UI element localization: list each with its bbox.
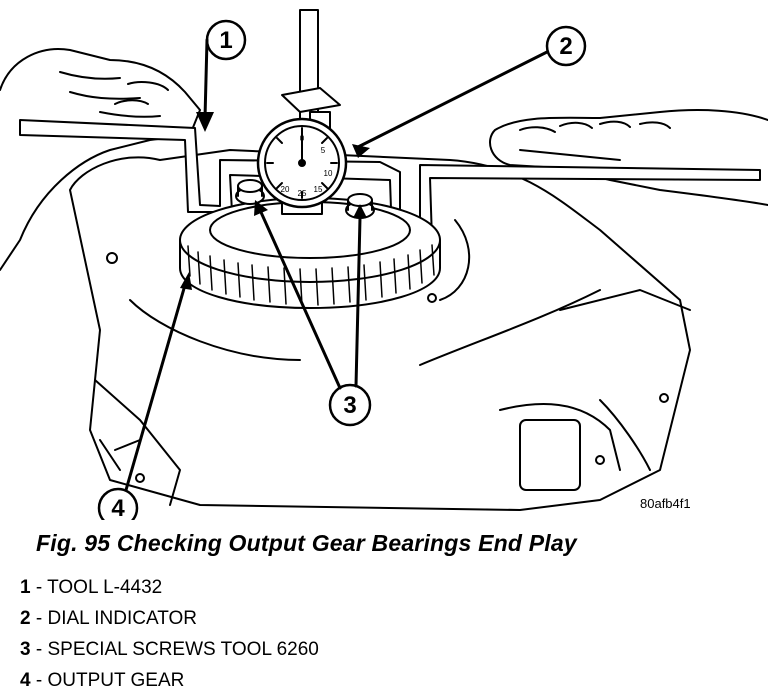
legend-number: 1 xyxy=(20,577,31,598)
legend-text: TOOL L-4432 xyxy=(47,577,163,598)
legend-item: 3 - SPECIAL SCREWS TOOL 6260 xyxy=(20,634,319,665)
legend-separator: - xyxy=(30,639,48,660)
legend-item: 2 - DIAL INDICATOR xyxy=(20,603,319,634)
callout-3-circle xyxy=(328,383,372,427)
dial-mark-0: 0 xyxy=(300,134,305,143)
arrowhead-2 xyxy=(352,144,370,158)
legend-separator: - xyxy=(30,577,48,598)
callout-2-label: 2 xyxy=(559,33,572,60)
technical-illustration: 1 2 3 4 0 5 10 15 20 25 xyxy=(0,9,768,520)
leader-4 xyxy=(124,283,187,492)
legend-separator: - xyxy=(30,608,48,629)
arrowhead-1 xyxy=(196,112,214,132)
legend-text: SPECIAL SCREWS TOOL 6260 xyxy=(47,639,319,660)
tool-bar xyxy=(19,119,761,241)
callout-4-label: 4 xyxy=(111,495,125,520)
legend-item: 1 - TOOL L-4432 xyxy=(20,572,319,603)
leader-3a xyxy=(258,208,342,390)
callout-4-circle xyxy=(97,487,139,520)
leader-1 xyxy=(203,38,209,120)
legend-text: OUTPUT GEAR xyxy=(47,670,185,691)
legend-list: 1 - TOOL L-4432 2 - DIAL INDICATOR 3 - S… xyxy=(20,572,319,696)
dial-mark-5: 5 xyxy=(321,146,326,155)
dial-mark-10: 10 xyxy=(324,169,333,178)
callout-3-label: 3 xyxy=(343,392,356,419)
left-hand xyxy=(0,48,201,271)
right-hand xyxy=(489,109,768,206)
dial-mark-15: 15 xyxy=(314,185,323,194)
dial-mark-25: 25 xyxy=(298,189,307,198)
legend-number: 2 xyxy=(20,608,31,629)
legend-number: 4 xyxy=(20,670,31,691)
figure-caption: Fig. 95 Checking Output Gear Bearings En… xyxy=(36,530,577,556)
callout-2-circle xyxy=(545,25,587,67)
legend-text: DIAL INDICATOR xyxy=(47,608,198,629)
dial-indicator xyxy=(256,9,348,215)
arrowhead-3a xyxy=(254,200,268,216)
dial-mark-20: 20 xyxy=(281,185,290,194)
callout-1-label: 1 xyxy=(219,27,232,54)
figure-code: 80afb4f1 xyxy=(640,496,691,511)
legend-item: 4 - OUTPUT GEAR xyxy=(20,665,319,696)
arrowhead-4 xyxy=(180,272,192,290)
arrowhead-3b xyxy=(353,204,367,218)
legend-number: 3 xyxy=(20,639,31,660)
leader-2 xyxy=(354,50,549,150)
legend-separator: - xyxy=(30,670,48,691)
leader-3b xyxy=(354,216,362,388)
